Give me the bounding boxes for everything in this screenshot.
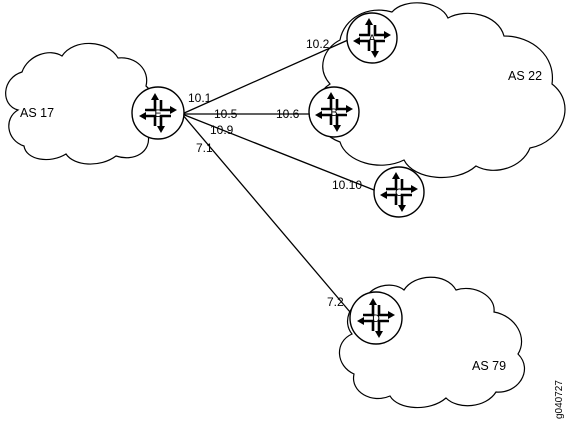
as17-label: AS 17 xyxy=(20,106,54,120)
router-b[interactable]: B xyxy=(308,86,360,138)
link-e-a xyxy=(181,39,349,115)
addr-c-e: 10.10 xyxy=(332,178,362,192)
router-c-label: C xyxy=(395,187,403,199)
router-e[interactable]: E xyxy=(131,86,185,140)
router-c[interactable]: C xyxy=(373,166,425,218)
figure-id: g040727 xyxy=(554,380,565,419)
router-a-label: A xyxy=(368,33,376,45)
router-d-label: D xyxy=(372,313,380,325)
addr-e-b: 10.5 xyxy=(214,107,238,121)
addr-e-a: 10.1 xyxy=(188,91,212,105)
router-a[interactable]: A xyxy=(346,12,398,64)
addr-b-e: 10.6 xyxy=(276,107,300,121)
router-e-label: E xyxy=(154,108,161,120)
as79-label: AS 79 xyxy=(472,359,506,373)
addr-e-d: 7.1 xyxy=(196,141,213,155)
addr-d-e: 7.2 xyxy=(327,295,344,309)
addr-e-c: 10.9 xyxy=(210,123,234,137)
router-d[interactable]: D xyxy=(349,291,403,345)
router-b-label: B xyxy=(330,107,337,119)
addr-a-e: 10.2 xyxy=(306,37,330,51)
link-e-c xyxy=(181,113,375,191)
link-e-d xyxy=(181,113,351,313)
as22-label: AS 22 xyxy=(508,69,542,83)
